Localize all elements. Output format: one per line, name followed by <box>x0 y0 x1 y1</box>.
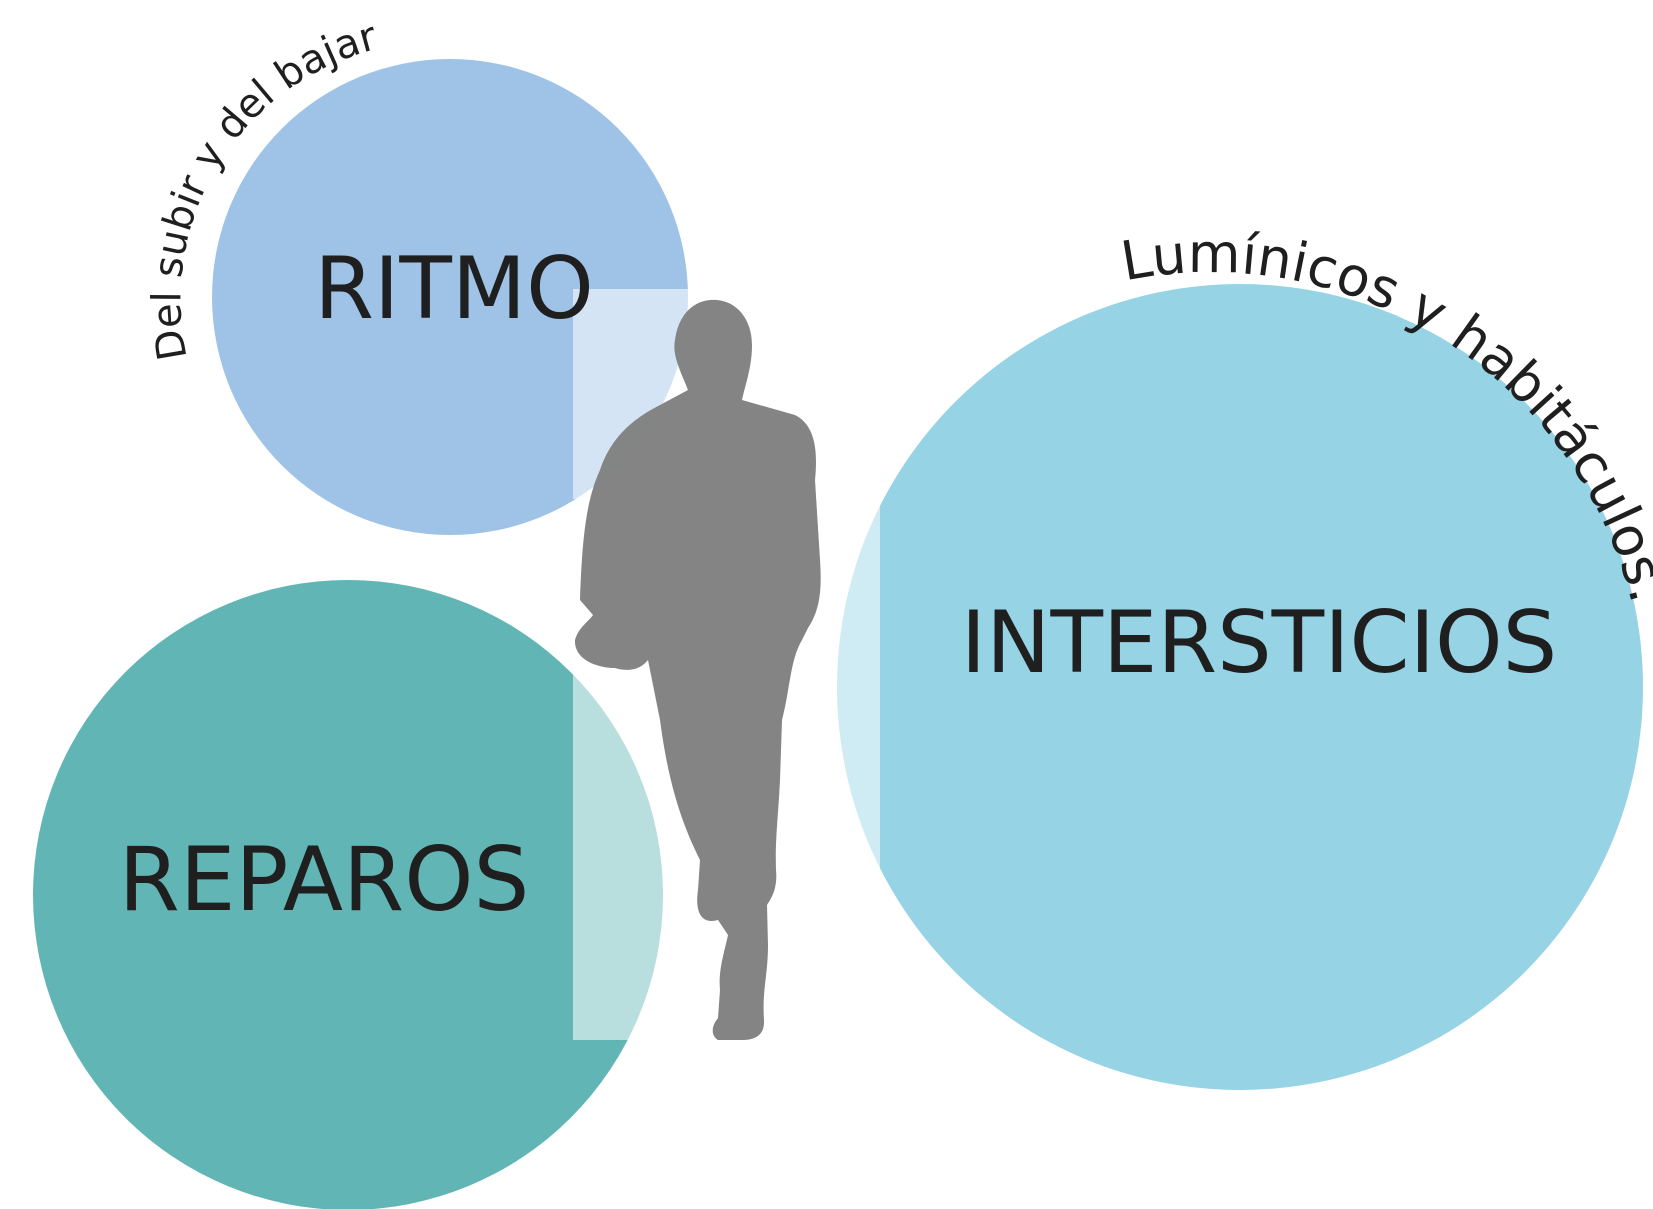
walking-person-icon <box>574 299 821 1040</box>
intersticios-circle <box>837 284 1643 1090</box>
intersticios-overlay-panel <box>820 500 880 870</box>
intersticios-label: INTERSTICIOS <box>961 593 1558 693</box>
reparos-circle <box>33 580 663 1209</box>
ritmo-circle <box>212 59 688 535</box>
reparos-label: REPAROS <box>119 828 530 931</box>
ritmo-label: RITMO <box>314 239 594 339</box>
